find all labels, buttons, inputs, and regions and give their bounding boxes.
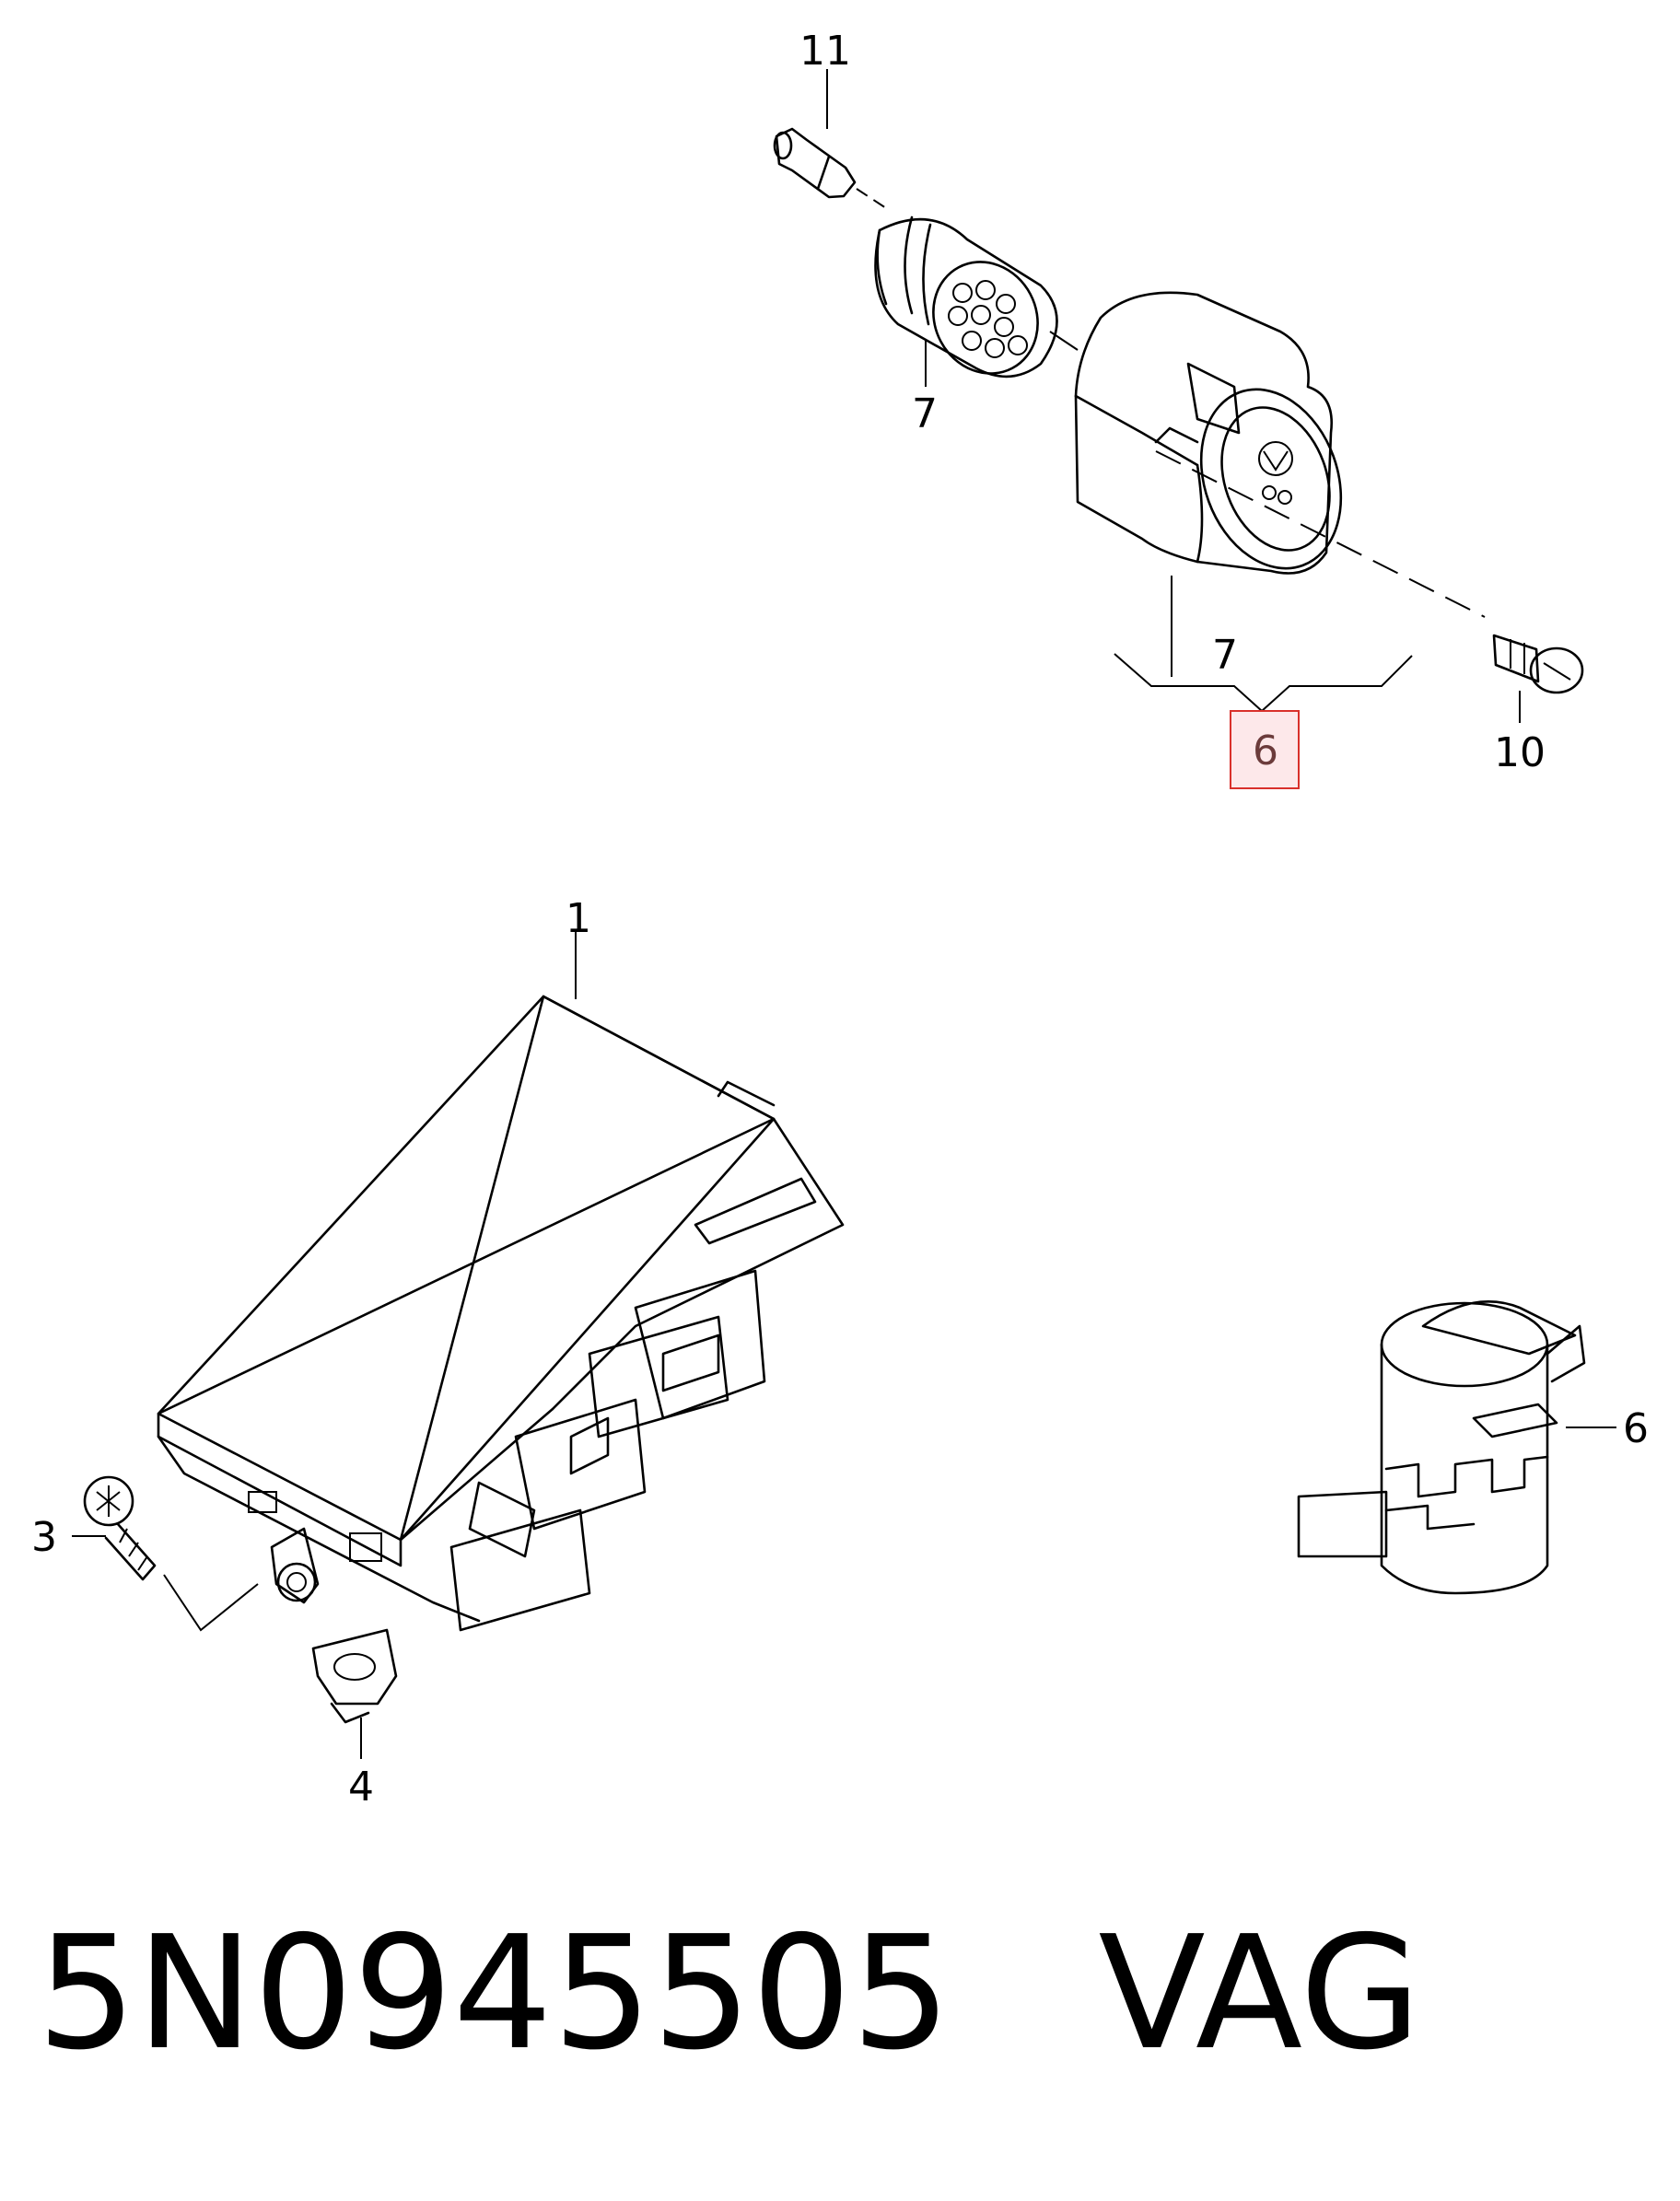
part-11-pin	[773, 69, 887, 209]
part-10-screw	[1492, 634, 1584, 723]
part-6-trailer-socket-right	[1297, 1300, 1616, 1595]
callout-1: 1	[566, 895, 591, 942]
part-number: 5N0945505	[37, 1903, 951, 2085]
brand-name: VAG	[1098, 1903, 1421, 2085]
callout-6-right: 6	[1623, 1405, 1649, 1452]
part-1-control-unit	[157, 930, 845, 1632]
callout-3: 3	[31, 1514, 57, 1561]
callout-10: 10	[1494, 729, 1546, 776]
callout-6-highlighted[interactable]: 6	[1253, 728, 1278, 774]
part-6-trailer-socket-top	[1074, 291, 1486, 677]
callout-bracket-6	[1114, 653, 1413, 789]
part-3-screw	[72, 1475, 259, 1632]
part-7-socket-insert	[874, 215, 1079, 387]
callout-11: 11	[799, 28, 851, 75]
callout-4: 4	[348, 1764, 374, 1811]
callout-7-top: 7	[912, 390, 938, 437]
part-4-clip-nut	[311, 1628, 398, 1759]
callout-7-bottom: 7	[1212, 632, 1238, 679]
highlight-box	[1230, 710, 1300, 789]
